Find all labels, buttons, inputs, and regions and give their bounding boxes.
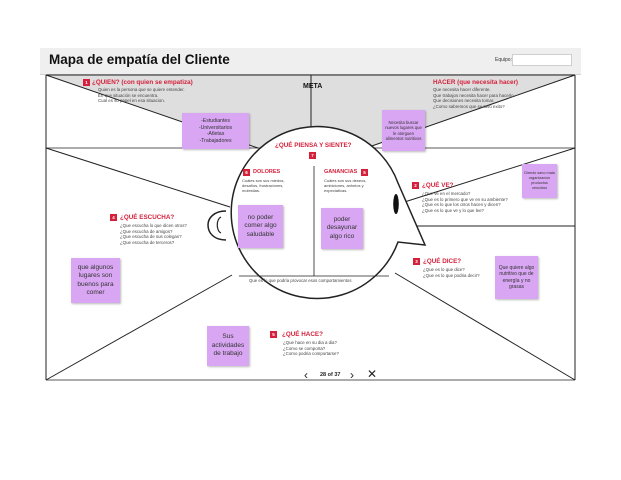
sticky-note-hace[interactable]: Sus actividades de trabajo — [207, 326, 249, 366]
hacer-title: HACER (que necesita hacer) — [433, 79, 519, 86]
ganancias-title: GANANCIAS — [324, 169, 358, 175]
page-title: Mapa de empatía del Cliente — [49, 52, 230, 67]
pager: ‹ 28 of 37 › ✕ — [300, 367, 384, 385]
dice-title: ¿QUÉ DICE? — [423, 258, 462, 265]
quien-title: ¿QUIEN? (con quien se empatiza) — [92, 79, 193, 86]
ve-title: ¿QUÉ VE? — [422, 182, 454, 189]
section-number: 5 — [361, 169, 368, 176]
section-number: 5 — [270, 331, 277, 338]
team-input[interactable] — [512, 54, 572, 66]
section-number: 2 — [412, 182, 419, 189]
section-number: 4 — [110, 214, 117, 221]
dolores-description: Cuáles son sus miedos, desafíos, frustra… — [242, 178, 285, 194]
escucha-title: ¿QUÉ ESCUCHA? — [120, 214, 175, 221]
hace-title: ¿QUÉ HACE? — [282, 331, 323, 338]
section-number: 3 — [413, 258, 420, 265]
ve-description: ¿Que ve en el mercado? ¿Que es lo primer… — [422, 191, 508, 214]
ganancias-description: Cuáles son sus deseos, ambiciones, anhel… — [324, 178, 367, 194]
dolores-title: DOLORES — [253, 169, 281, 175]
sticky-note-escucha[interactable]: que algunos lugares son buenos para come… — [71, 258, 120, 303]
quien-description: Quien es la persona que se quiere entend… — [98, 87, 185, 104]
dice-description: ¿Que es lo que dice? ¿Que es lo que podr… — [423, 267, 480, 278]
page-counter: 28 of 37 — [320, 372, 341, 378]
sticky-note-ganancias[interactable]: poder desayunar algo rico — [321, 208, 363, 249]
eye-icon — [393, 194, 399, 214]
hace-description: ¿Que hace en su dia a dia? ¿Como se comp… — [283, 340, 339, 357]
section-number: 1 — [83, 79, 90, 86]
ear-icon — [207, 210, 227, 241]
meta-label: META — [303, 83, 323, 90]
sticky-note-dolores[interactable]: no poder comer algo saludable — [238, 205, 283, 248]
hacer-description: Que necesita hacer diferente. Que trabaj… — [433, 87, 515, 110]
team-label: Equipo: — [495, 57, 512, 63]
piensa-title: ¿QUÉ PIENSA Y SIENTE? — [275, 142, 352, 149]
section-number: 7 — [309, 152, 316, 159]
chevron-right-icon[interactable]: › — [350, 368, 354, 382]
escucha-description: ¿Que escucha lo que dicen otros? ¿Que es… — [120, 223, 187, 246]
comportamientos-text: Que es lo que podría provocar esos compo… — [249, 278, 352, 283]
chevron-left-icon[interactable]: ‹ — [304, 368, 308, 382]
sticky-note-hacer[interactable]: Necesita buscar nuevos lugares que le ot… — [382, 110, 425, 151]
close-icon[interactable]: ✕ — [367, 367, 378, 381]
sticky-note-quien[interactable]: -Estudiantes -Universitarios -Atletas -T… — [182, 113, 249, 149]
section-number: 6 — [243, 169, 250, 176]
sticky-note-ve[interactable]: Directo sano mala organizacion productos… — [522, 164, 557, 198]
sticky-note-dice[interactable]: Que quiere algo nutritivo que de energía… — [495, 256, 538, 299]
